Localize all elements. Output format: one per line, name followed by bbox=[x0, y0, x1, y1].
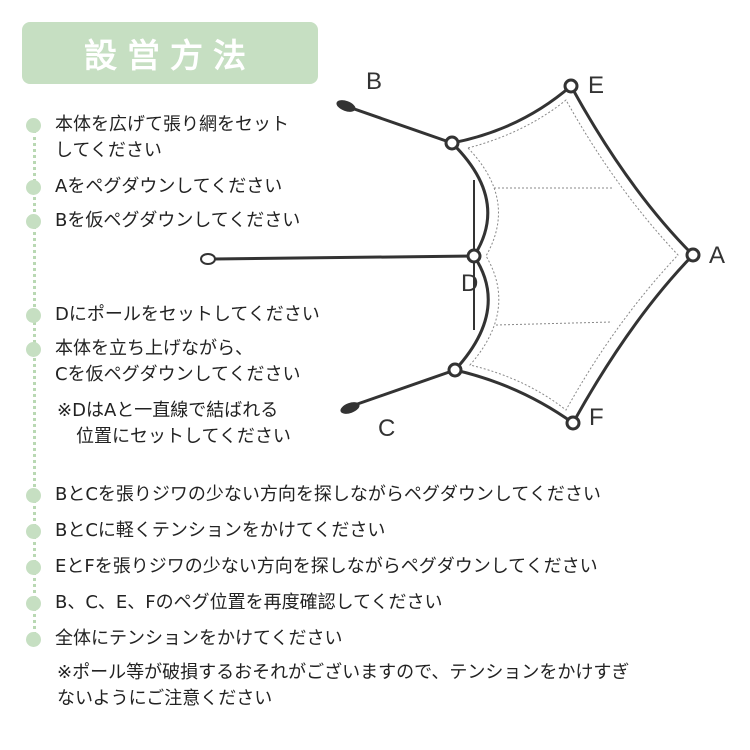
step-bullet bbox=[26, 524, 41, 539]
diagram-label-b: B bbox=[366, 68, 383, 95]
step-4: Dにポールをセットしてください bbox=[55, 304, 320, 325]
step-5-line-1: 本体を立ち上げながら、 bbox=[55, 338, 253, 359]
step-bullet bbox=[26, 632, 41, 647]
step-5-line-2: Cを仮ペグダウンしてください bbox=[55, 364, 301, 385]
step-bullet bbox=[26, 214, 41, 229]
step-bullet bbox=[26, 596, 41, 611]
step-5-note-line-2: 位置にセットしてください bbox=[76, 426, 291, 447]
step-guide-line bbox=[33, 225, 36, 315]
step-bullet bbox=[26, 118, 41, 133]
step-guide-line bbox=[33, 315, 36, 495]
step-guide-line bbox=[33, 130, 36, 225]
ring-f bbox=[565, 415, 581, 431]
tarp-outline bbox=[448, 83, 696, 426]
guy-line-c bbox=[345, 368, 456, 410]
step-3: Bを仮ペグダウンしてください bbox=[55, 210, 301, 231]
step-7: BとCに軽くテンションをかけてください bbox=[55, 520, 386, 541]
ring-a bbox=[685, 247, 701, 263]
step-1-line-2: してください bbox=[55, 140, 162, 161]
ring-c bbox=[447, 362, 463, 378]
page-title: 設営方法 bbox=[22, 22, 318, 84]
diagram-label-d: D bbox=[461, 270, 479, 297]
tarp-seam bbox=[495, 321, 613, 326]
step-10: 全体にテンションをかけてください bbox=[55, 628, 343, 649]
bottom-note-line-2: ないようにご注意ください bbox=[57, 688, 273, 709]
diagram-label-e: E bbox=[588, 72, 605, 99]
guy-line-b bbox=[339, 102, 453, 145]
guy-line-d bbox=[213, 254, 475, 261]
ring-d bbox=[466, 248, 482, 264]
ring-b bbox=[444, 135, 460, 151]
step-bullet bbox=[26, 180, 41, 195]
bottom-note-line-1: ※ポール等が破損するおそれがございますので、テンションをかけすぎ bbox=[57, 662, 630, 683]
diagram-label-a: A bbox=[709, 242, 726, 269]
step-bullet bbox=[26, 488, 41, 503]
diagram-label-f: F bbox=[589, 404, 604, 431]
peg-d bbox=[200, 253, 216, 265]
step-6: BとCを張りジワの少ない方向を探しながらペグダウンしてください bbox=[55, 484, 601, 505]
step-8: EとFを張りジワの少ない方向を探しながらペグダウンしてください bbox=[55, 556, 598, 577]
peg-b bbox=[336, 100, 356, 112]
step-bullet bbox=[26, 342, 41, 357]
step-2: Aをペグダウンしてください bbox=[55, 176, 283, 197]
ring-e bbox=[563, 78, 579, 94]
step-5-note-line-1: ※DはAと一直線で結ばれる bbox=[57, 400, 279, 421]
step-1-line-1: 本体を広げて張り網をセット bbox=[55, 114, 289, 135]
peg-c bbox=[340, 402, 360, 414]
diagram-label-c: C bbox=[378, 415, 396, 442]
page-title-text: 設営方法 bbox=[84, 36, 256, 75]
step-bullet bbox=[26, 560, 41, 575]
step-9: B、C、E、Fのペグ位置を再度確認してください bbox=[55, 592, 443, 613]
step-bullet bbox=[26, 308, 41, 323]
